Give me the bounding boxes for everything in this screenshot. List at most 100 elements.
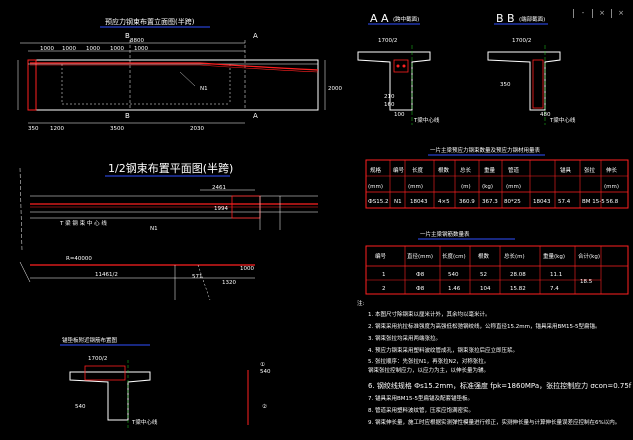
section-bb-label: T梁中心线 [549, 116, 576, 124]
table1-c5: 367.3 [482, 199, 498, 205]
section-aa-dim-1: 210 [384, 94, 395, 100]
table2-r1c2: 1.46 [448, 286, 461, 292]
table1-u6: (mm) [506, 184, 521, 190]
table-prestress[interactable]: 一片主梁预应力钢束数量及预应力钢材用量表 规格 编号 长度 根数 总长 重量 管… [365, 146, 629, 209]
section-aa-width: 1700/2 [378, 38, 397, 44]
restore-button[interactable]: × [592, 9, 611, 18]
section-mark-a-bottom: A [253, 112, 258, 120]
detail-dim-b: 540 [260, 369, 271, 375]
elevation-dim-total: 8800 [130, 38, 144, 44]
table1-u9: (mm) [604, 184, 619, 190]
table1-c1: N1 [394, 199, 402, 205]
plan-title: 1/2钢束布置平面图(半跨) [108, 161, 233, 175]
section-mark-b-bottom: B [125, 112, 130, 120]
table2-r0c4: 28.08 [510, 272, 526, 278]
table1-h0: 规格 [370, 166, 382, 174]
table2-h4: 总长(m) [504, 252, 525, 260]
section-bb-dim-1: 350 [500, 82, 511, 88]
table2-r1c4: 15.82 [510, 286, 526, 292]
table2-total: 18.5 [580, 279, 593, 285]
notes-heading: 注: [357, 299, 365, 307]
table2-r0c1: Ф8 [416, 272, 425, 278]
table2-r1c1: Ф8 [416, 286, 425, 292]
table1-c7: 18043 [533, 199, 551, 205]
table1-c8: 57.4 [558, 199, 571, 205]
section-mark-b-top: B [125, 32, 130, 40]
section-bb-title: B B [496, 12, 515, 25]
note-5: 5. 张拉顺序：先张拉N1，再张拉N2，对称张拉。 [368, 357, 489, 365]
table1-c0: ФS15.2 [368, 199, 388, 205]
plan-dim-b: 1994 [214, 206, 228, 212]
table2-r0c0: 1 [382, 272, 386, 278]
table1-c6: 80*25 [504, 199, 521, 205]
table1-h6: 管道 [508, 166, 520, 174]
close-button[interactable]: × [611, 9, 630, 18]
curve-dim-2: 1320 [222, 280, 236, 286]
table1-u5: (kg) [482, 184, 493, 190]
table2-r1c5: 7.4 [550, 286, 559, 292]
notes-block[interactable]: 注: 1. 本图尺寸除钢束以厘米计外，其余均以毫米计。 2. 钢束采用抗拉标准强… [357, 299, 632, 426]
elevation-dim-1: 1000 [40, 46, 54, 52]
table2-h6: 合计(kg) [578, 252, 600, 260]
table2-r0c2: 540 [448, 272, 459, 278]
table1-caption: 一片主梁预应力钢束数量及预应力钢材用量表 [430, 146, 541, 154]
table1-h8: 张拉 [584, 166, 596, 174]
elevation-height-dim: 2000 [328, 86, 342, 92]
note-1: 1. 本图尺寸除钢束以厘米计外，其余均以毫米计。 [368, 310, 491, 318]
table1-u2: (mm) [408, 184, 423, 190]
window-controls: -×× [573, 0, 633, 18]
table1-c9: BM 15-5 [582, 199, 605, 205]
section-aa-dim-2: 160 [384, 102, 395, 108]
note-8: 8. 管道采用塑料波纹管，压浆应饱满密实。 [368, 406, 474, 414]
plan-dim-a: 2461 [212, 185, 226, 191]
table1-c10: 56.8 [606, 199, 619, 205]
table1-h5: 重量 [484, 166, 496, 174]
note-4: 4. 预应力钢束采用塑料波纹管成孔，钢束张拉后应立即压浆。 [368, 346, 518, 354]
note-2: 2. 钢束采用抗拉标准强度为高强低松弛钢绞线，公称直径15.2mm，锚具采用BM… [368, 322, 600, 330]
table1-u4: (m) [461, 184, 471, 190]
curve-dim-half: 11461/2 [95, 272, 118, 278]
curve-label-r: R=40000 [66, 256, 92, 262]
note-9: 9. 钢束伸长量，施工时应根据实测弹性模量进行修正，实测伸长量与计算伸长量误差应… [368, 418, 620, 426]
detail-mark-2: ② [262, 403, 267, 410]
elevation-tendon-label: N1 [200, 86, 208, 92]
elevation-dim-2: 1000 [62, 46, 76, 52]
elevation-bottom-dim-1: 350 [28, 126, 39, 132]
anchor-detail[interactable]: 锚垫板附近钢筋布置图 1700/2 T梁中心线 540 540 ② ① [60, 336, 271, 430]
table1-h7: 锚具 [560, 166, 572, 174]
elevation-view[interactable]: 预应力钢束布置立面图(半跨) A A B B 8800 1000 1000 10… [17, 17, 342, 132]
note-5b: 钢束张拉控制应力，以应力为主，以伸长量为辅。 [368, 366, 489, 374]
table2-r1c0: 2 [382, 286, 386, 292]
section-bb-width: 1700/2 [512, 38, 531, 44]
detail-title: 锚垫板附近钢筋布置图 [62, 336, 118, 344]
section-aa[interactable]: A A (跨中截面) 1700/2 210 160 100 T梁中心线 [357, 12, 440, 125]
table1-h4: 总长 [460, 166, 472, 174]
note-7: 7. 锚具采用BM15-5型扁锚及配套锚垫板。 [368, 394, 473, 402]
table1-h1: 编号 [393, 166, 405, 174]
section-aa-label: T梁中心线 [413, 116, 440, 124]
detail-label: T梁中心线 [131, 418, 158, 426]
table2-h3: 根数 [478, 252, 490, 260]
table2-r0c5: 11.1 [550, 272, 562, 278]
table-rebar[interactable]: 一片主梁钢筋数量表 编号 直径(mm) 长度(cm) 根数 总长(m) 重量(k… [365, 230, 629, 295]
curve-dim-3: 1000 [240, 266, 254, 272]
table2-h1: 直径(mm) [407, 252, 433, 260]
table2-h2: 长度(cm) [442, 252, 466, 260]
tendon-curve-view[interactable]: R=40000 11461/2 571 1320 1000 [19, 256, 255, 301]
table2-r1c3: 104 [480, 286, 491, 292]
detail-mark-1: ① [260, 362, 265, 368]
note-3: 3. 钢束张拉均采用两端张拉。 [368, 334, 441, 342]
section-bb[interactable]: B B (端部截面) 1700/2 350 480 T梁中心线 [487, 12, 576, 125]
section-bb-dim-2: 480 [540, 112, 551, 118]
elevation-dim-3: 1000 [86, 46, 100, 52]
table1-c2: 18043 [410, 199, 428, 205]
table1-h3: 根数 [438, 166, 450, 174]
table2-h0: 编号 [375, 252, 387, 260]
minimize-button[interactable]: - [573, 9, 592, 18]
plan-view[interactable]: 1/2钢束布置平面图(半跨) 2461 1994 N1 T 梁 钢 束 中 心 … [19, 161, 318, 251]
section-aa-title: A A [370, 12, 389, 25]
table1-c3: 4×5 [438, 199, 450, 205]
section-aa-dim-3: 100 [394, 112, 405, 118]
